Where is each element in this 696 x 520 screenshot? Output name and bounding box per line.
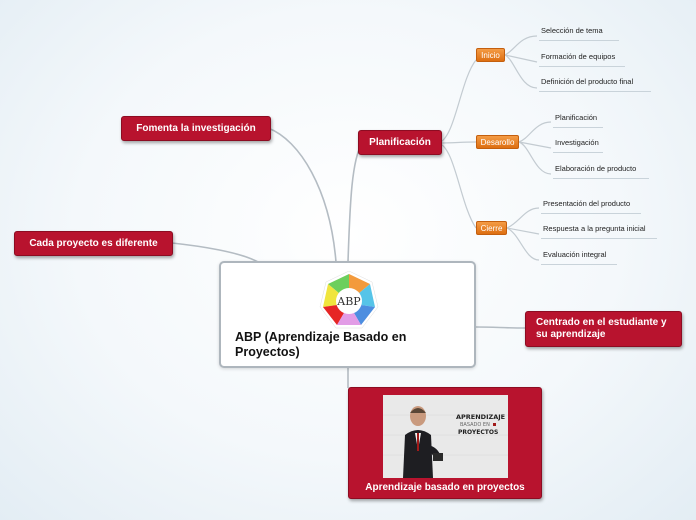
leaf-label: Formación de equipos [541,52,616,61]
leaf-formacion-equipos[interactable]: Formación de equipos [539,52,625,67]
leaf-label: Investigación [555,138,599,147]
topic-label: Fomenta la investigación [136,123,256,134]
phase-label: Inicio [481,50,500,60]
thumbnail-line-2: BASADO EN [460,422,490,428]
topic-fomenta-investigacion[interactable]: Fomenta la investigación [121,116,271,141]
topic-label: Centrado en el estudiante y su aprendiza… [536,317,667,340]
leaf-label: Definición del producto final [541,77,634,86]
topic-label: Cada proyecto es diferente [29,238,158,249]
leaf-evaluacion-integral[interactable]: Evaluación integral [541,250,617,265]
phase-desarollo[interactable]: Desarollo [476,135,519,149]
topic-cada-proyecto[interactable]: Cada proyecto es diferente [14,231,173,256]
thumbnail-bullet-icon [493,423,496,426]
leaf-label: Planificación [555,113,598,122]
leaf-planificacion[interactable]: Planificación [553,113,603,128]
leaf-elaboracion-producto[interactable]: Elaboración de producto [553,164,649,179]
topic-label: Planificación [369,137,431,148]
phase-label: Cierre [480,223,503,233]
presenter-figure [383,395,508,478]
thumbnail-line-3: PROYECTOS [458,429,499,436]
video-topic[interactable]: APRENDIZAJE BASADO EN PROYECTOS Aprendiz… [348,387,542,499]
phase-label: Desarollo [480,137,515,147]
video-label: Aprendizaje basado en proyectos [365,482,525,493]
topic-centrado-estudiante[interactable]: Centrado en el estudiante y su aprendiza… [525,311,682,347]
abp-logo-text: ABP [336,295,361,308]
leaf-seleccion-tema[interactable]: Selección de tema [539,26,619,41]
abp-heptagon-logo: ABP [300,271,398,329]
video-thumbnail[interactable]: APRENDIZAJE BASADO EN PROYECTOS [383,395,508,478]
topic-planificacion[interactable]: Planificación [358,130,442,155]
leaf-label: Presentación del producto [543,199,631,208]
leaf-definicion-producto[interactable]: Definición del producto final [539,77,651,92]
leaf-presentacion-producto[interactable]: Presentación del producto [541,199,641,214]
phase-cierre[interactable]: Cierre [476,221,507,235]
leaf-label: Evaluación integral [543,250,607,259]
central-title: ABP (Aprendizaje Basado en Proyectos) [235,330,407,359]
leaf-investigacion[interactable]: Investigación [553,138,603,153]
central-topic[interactable]: ABP ABP (Aprendizaje Basado en Proyectos… [219,261,476,368]
leaf-respuesta-pregunta[interactable]: Respuesta a la pregunta inicial [541,224,657,239]
phase-inicio[interactable]: Inicio [476,48,505,62]
leaf-label: Elaboración de producto [555,164,637,173]
thumbnail-line-1: APRENDIZAJE [456,413,506,421]
leaf-label: Selección de tema [541,26,603,35]
leaf-label: Respuesta a la pregunta inicial [543,224,646,233]
